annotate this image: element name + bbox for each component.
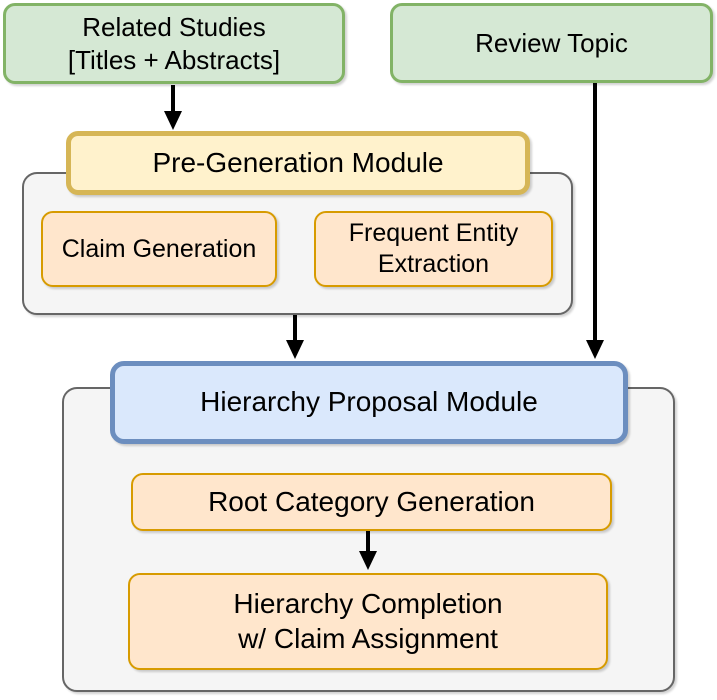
review-topic-node: Review Topic bbox=[390, 3, 713, 83]
root-category-generation-node: Root Category Generation bbox=[131, 473, 612, 531]
related-studies-label-line1: Related Studies bbox=[82, 12, 266, 43]
hierarchy-completion-node: Hierarchy Completion w/ Claim Assignment bbox=[128, 573, 608, 670]
hierarchy-proposal-module-header: Hierarchy Proposal Module bbox=[110, 361, 628, 444]
review-topic-label: Review Topic bbox=[475, 27, 628, 58]
claim-generation-node: Claim Generation bbox=[41, 211, 277, 287]
pre-generation-module-header: Pre-Generation Module bbox=[66, 131, 530, 195]
hierarchy-proposal-module-label: Hierarchy Proposal Module bbox=[200, 386, 538, 418]
frequent-entity-extraction-node: Frequent Entity Extraction bbox=[314, 211, 553, 287]
related-studies-label-line2: [Titles + Abstracts] bbox=[67, 44, 281, 75]
related-studies-node: Related Studies [Titles + Abstracts] bbox=[3, 3, 345, 84]
arrow-review-topic-to-hierarchy bbox=[586, 83, 604, 359]
hierarchy-completion-label-line2: w/ Claim Assignment bbox=[238, 622, 498, 654]
frequent-entity-label-line1: Frequent Entity bbox=[348, 219, 519, 247]
arrow-pregen-to-hierarchy bbox=[286, 315, 304, 359]
hierarchy-completion-label-line1: Hierarchy Completion bbox=[233, 587, 503, 619]
pre-generation-module-label: Pre-Generation Module bbox=[152, 146, 444, 178]
root-category-generation-label: Root Category Generation bbox=[208, 485, 535, 517]
frequent-entity-label-line2: Extraction bbox=[377, 250, 490, 278]
claim-generation-label: Claim Generation bbox=[61, 234, 257, 263]
arrow-related-studies-to-pregen bbox=[164, 85, 182, 130]
